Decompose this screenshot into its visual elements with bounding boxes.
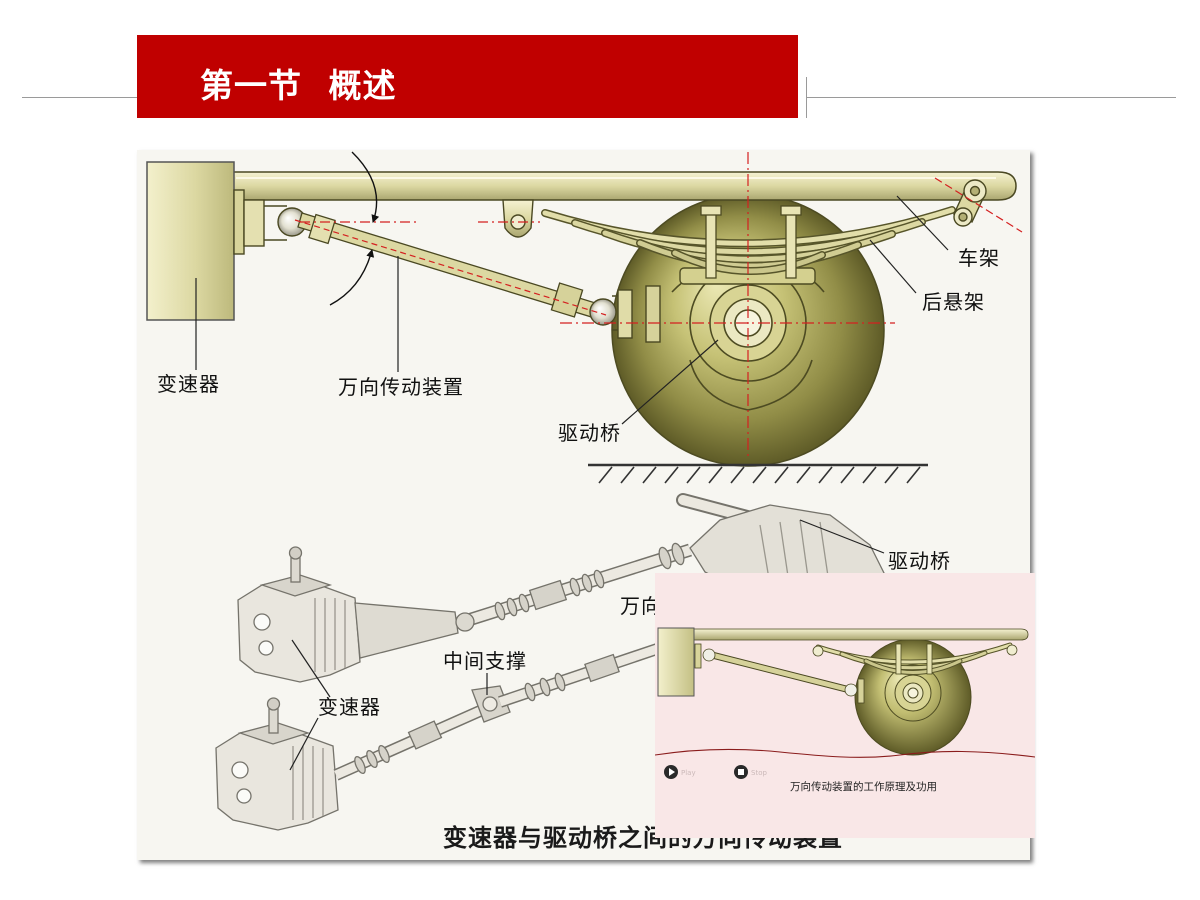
- video-hub: [884, 664, 942, 722]
- frame-rail: [232, 171, 1017, 201]
- video-frame-rail: [693, 628, 1029, 641]
- lower-drive-assembly: [215, 642, 662, 831]
- label-drive-axle-bottom: 驱动桥: [888, 549, 951, 573]
- front-universal-joint: [233, 189, 307, 255]
- centerlines: [294, 152, 1023, 458]
- rotation-arrow-up: [329, 249, 375, 306]
- label-center-support: 中间支撑: [443, 649, 527, 673]
- top-leader-lines: [195, 195, 949, 425]
- play-button[interactable]: [664, 765, 678, 779]
- rear-shackle: [953, 179, 987, 227]
- video-player[interactable]: Play Stop 万向传动装置的工作原理及功用: [655, 573, 1035, 838]
- header-rule-tick: [806, 77, 807, 118]
- video-progress-wave: [655, 748, 1035, 758]
- label-universal-drive: 万向传动装置: [338, 375, 464, 399]
- ground-line: [588, 463, 928, 484]
- label-frame: 车架: [958, 246, 1000, 270]
- stop-icon: [738, 769, 744, 775]
- label-transmission-bottom: 变速器: [318, 695, 381, 719]
- video-caption: 万向传动装置的工作原理及功用: [790, 781, 937, 793]
- header-rule-left: [22, 97, 137, 98]
- video-leaf-spring: [815, 642, 1013, 675]
- label-drive-axle-top: 驱动桥: [558, 421, 621, 445]
- u-bolts: [700, 205, 802, 279]
- stop-button[interactable]: [734, 765, 748, 779]
- header-rule-right: [806, 97, 1176, 98]
- transmission-box: [146, 161, 235, 321]
- rotation-arrow-down: [351, 151, 380, 223]
- spring-hanger: [502, 199, 534, 238]
- video-frame: [655, 627, 1035, 758]
- video-animation-diagram: [657, 627, 1029, 756]
- bottom-leader-lines: [289, 519, 885, 771]
- label-rear-suspension: 后悬架: [922, 290, 985, 314]
- video-transmission-box: [657, 627, 695, 697]
- label-universal-partial: 万向: [620, 594, 662, 618]
- play-icon: [669, 768, 675, 776]
- title-banner: [137, 35, 798, 118]
- slide-title: 第一节 概述: [200, 66, 397, 105]
- play-label[interactable]: Play: [681, 769, 696, 777]
- label-transmission-top: 变速器: [157, 372, 220, 396]
- rear-universal-joint: [589, 285, 661, 343]
- top-diagram: 车架 后悬架 变速器 万向传动装置 驱动桥: [146, 151, 1023, 484]
- shaft-slip-yoke: [550, 282, 584, 318]
- stop-label[interactable]: Stop: [751, 769, 767, 777]
